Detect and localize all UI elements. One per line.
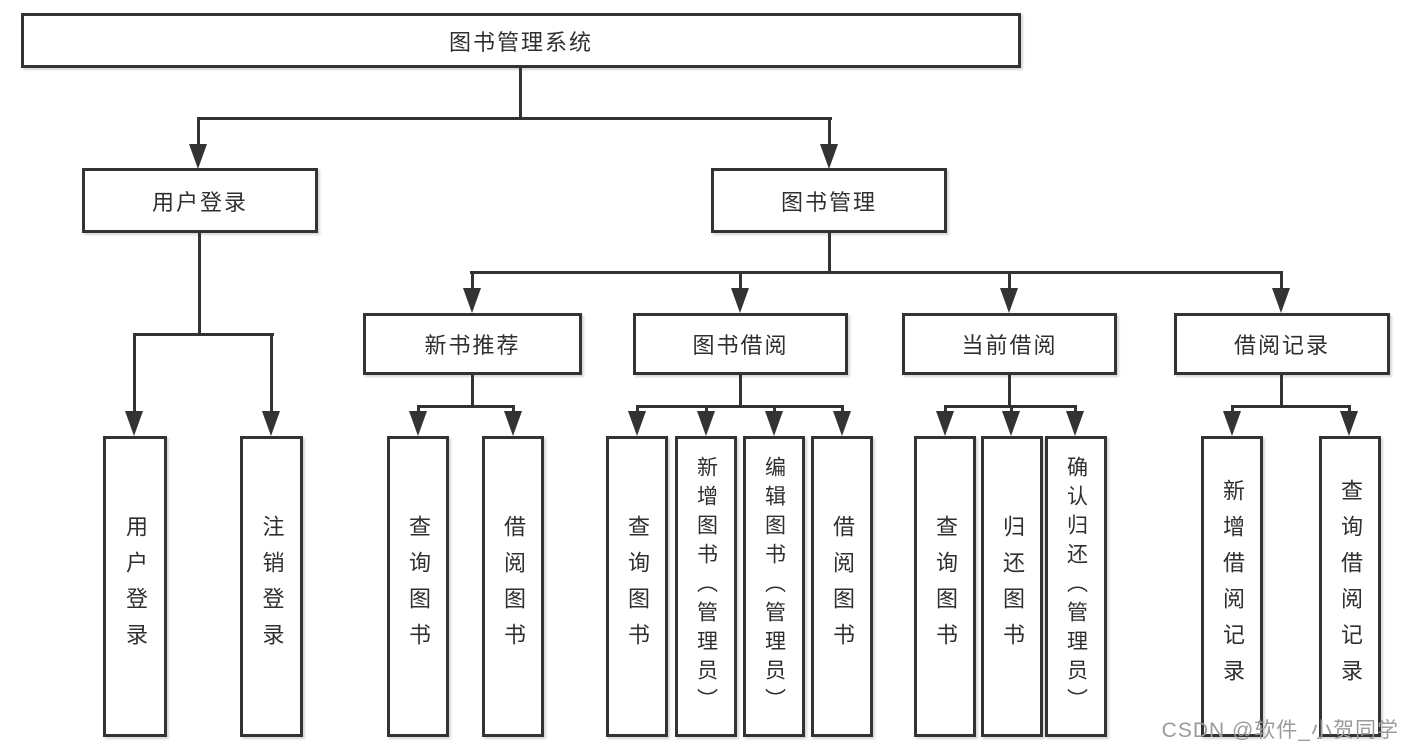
node-leaf-confirm-return-admin: 确认归还（管理员） [1045, 436, 1107, 737]
node-label: 归还图书 [1000, 514, 1025, 659]
connector-line [1231, 405, 1234, 415]
connector-line [1231, 405, 1351, 408]
connector-line [636, 405, 843, 408]
node-book-borrow: 图书借阅 [633, 313, 848, 375]
node-library-system: 图书管理系统 [21, 13, 1021, 68]
node-leaf-edit-book-admin: 编辑图书（管理员） [743, 436, 805, 737]
arrow-down-icon [1000, 288, 1018, 313]
node-label: 注销登录 [259, 514, 285, 659]
node-label: 借阅记录 [1233, 333, 1330, 358]
arrow-down-icon [125, 411, 143, 436]
node-label: 当前借阅 [961, 333, 1058, 358]
node-leaf-add-borrow-record: 新增借阅记录 [1201, 436, 1263, 737]
arrow-down-icon [731, 288, 749, 313]
node-leaf-return-book: 归还图书 [981, 436, 1043, 737]
arrow-down-icon [1002, 411, 1020, 436]
node-label: 查询图书 [933, 514, 958, 659]
node-label: 用户登录 [123, 514, 148, 659]
connector-line [828, 233, 831, 274]
connector-line [1348, 405, 1351, 415]
node-leaf-query-borrow-record: 查询借阅记录 [1319, 436, 1381, 737]
connector-line [1008, 375, 1011, 408]
connector-line [471, 375, 474, 408]
watermark: CSDN @软件_小贺同学 [1161, 719, 1399, 742]
node-label: 图书借阅 [692, 333, 789, 358]
connector-line [470, 271, 1283, 274]
arrow-down-icon [833, 411, 851, 436]
node-label: 新增借阅记录 [1220, 478, 1245, 695]
connector-line [944, 405, 947, 415]
connector-line [417, 405, 514, 408]
connector-line [705, 405, 708, 415]
arrow-down-icon [189, 144, 207, 169]
node-label: 图书管理 [780, 189, 877, 215]
node-leaf-borrow-book: 借阅图书 [811, 436, 873, 737]
node-label: 借阅图书 [830, 514, 855, 659]
node-label: 新增图书（管理员） [694, 456, 718, 717]
connector-line [1280, 375, 1283, 408]
node-leaf-borrow-book-recommend: 借阅图书 [482, 436, 544, 737]
node-leaf-query-current: 查询图书 [914, 436, 976, 737]
arrow-down-icon [409, 411, 427, 436]
node-leaf-user-login: 用户登录 [103, 436, 167, 737]
node-book-management: 图书管理 [711, 168, 947, 233]
arrow-down-icon [1272, 288, 1290, 313]
connector-line [739, 271, 742, 291]
node-leaf-logout: 注销登录 [240, 436, 303, 737]
node-label: 查询借阅记录 [1338, 478, 1363, 695]
node-new-book-recommend: 新书推荐 [363, 313, 582, 375]
connector-line [828, 117, 831, 147]
connector-line [133, 333, 274, 336]
node-label: 查询图书 [406, 514, 431, 659]
arrow-down-icon [463, 288, 481, 313]
connector-line [197, 117, 832, 120]
connector-line [197, 117, 200, 147]
arrow-down-icon [697, 411, 715, 436]
arrow-down-icon [820, 144, 838, 169]
node-label: 用户登录 [151, 189, 248, 215]
connector-line [471, 271, 474, 291]
arrow-down-icon [1066, 411, 1084, 436]
connector-line [636, 405, 639, 415]
node-label: 编辑图书（管理员） [762, 456, 786, 717]
connector-line [739, 375, 742, 408]
connector-line [519, 66, 522, 119]
node-borrow-record: 借阅记录 [1174, 313, 1390, 375]
node-label: 确认归还（管理员） [1064, 456, 1088, 717]
arrow-down-icon [504, 411, 522, 436]
node-user-login: 用户登录 [82, 168, 318, 233]
connector-line [512, 405, 515, 415]
node-current-borrow: 当前借阅 [902, 313, 1117, 375]
connector-line [1074, 405, 1077, 415]
connector-line [1008, 271, 1011, 291]
connector-line [1280, 271, 1283, 291]
arrow-down-icon [1340, 411, 1358, 436]
node-leaf-query-book-recommend: 查询图书 [387, 436, 449, 737]
arrow-down-icon [936, 411, 954, 436]
connector-line [773, 405, 776, 415]
node-label: 借阅图书 [501, 514, 526, 659]
connector-line [270, 333, 273, 415]
connector-line [841, 405, 844, 415]
node-label: 新书推荐 [424, 333, 521, 358]
node-label: 查询图书 [625, 514, 650, 659]
connector-line [417, 405, 420, 415]
arrow-down-icon [262, 411, 280, 436]
connector-line [1010, 405, 1013, 415]
arrow-down-icon [628, 411, 646, 436]
node-leaf-query-book: 查询图书 [606, 436, 668, 737]
arrow-down-icon [765, 411, 783, 436]
arrow-down-icon [1223, 411, 1241, 436]
connector-line [198, 233, 201, 336]
connector-line [133, 333, 136, 415]
node-leaf-add-book-admin: 新增图书（管理员） [675, 436, 737, 737]
node-label: 图书管理系统 [448, 29, 593, 55]
